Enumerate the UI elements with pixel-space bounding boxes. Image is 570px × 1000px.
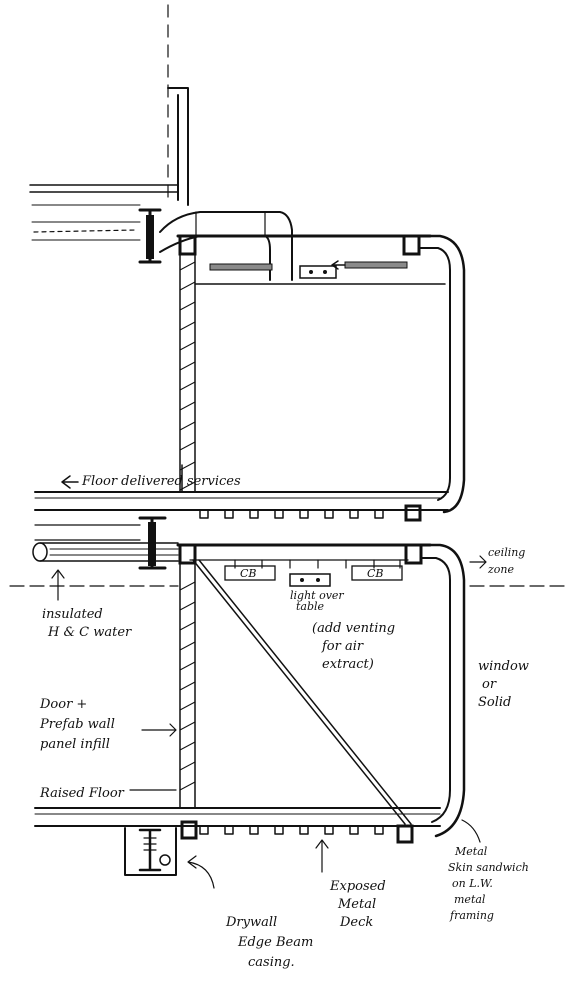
light-over-label-2: table (296, 600, 325, 613)
window-label-3: Solid (478, 695, 511, 710)
deck-label-3: Deck (339, 915, 373, 930)
metal-skin-label-4: metal (454, 893, 486, 906)
floor-services-callout: Floor delivered services (61, 464, 241, 493)
drywall-callout: Drywall Edge Beam casing. (187, 855, 313, 970)
drywall-label-2: Edge Beam (237, 935, 313, 950)
parapet (167, 87, 189, 206)
middle-floor-slab (34, 491, 449, 541)
door-label-2: Prefab wall (39, 717, 115, 732)
drywall-label-3: casing. (248, 955, 295, 970)
lower-module: CB CB (176, 543, 466, 838)
door-label-3: panel infill (40, 737, 110, 752)
lower-floor-slab: Raised Floor (34, 786, 441, 844)
ceiling-zone-label-2: zone (487, 563, 515, 576)
door-prefab-callout: Door + Prefab wall panel infill (39, 697, 177, 752)
exposed-deck-callout: Exposed Metal Deck (315, 839, 386, 930)
metal-skin-label-1: Metal (454, 845, 488, 858)
cb-left-label: CB (240, 567, 257, 580)
deck-label-2: Metal (337, 897, 376, 912)
drywall-label-1: Drywall (225, 915, 277, 930)
ceiling-zone-line: ceiling zone (9, 546, 566, 587)
window-label-2: or (482, 677, 497, 692)
venting-label-3: extract) (322, 657, 374, 672)
metal-skin-label-5: framing (449, 909, 494, 922)
raised-floor-label: Raised Floor (39, 786, 125, 801)
light-over-label-1: light over (290, 589, 344, 602)
window-label-1: window (478, 659, 529, 674)
venting-label-1: (add venting (312, 621, 395, 636)
metal-skin-label-3: on L.W. (452, 877, 493, 890)
water-pipe (32, 542, 179, 562)
existing-roof-slab (29, 184, 179, 241)
deck-label-1: Exposed (329, 879, 386, 894)
insulated-label-2: H & C water (47, 625, 132, 640)
door-label-1: Door + (39, 697, 87, 712)
floor-services-label: Floor delivered services (81, 474, 241, 489)
insulated-water-callout: insulated H & C water (42, 569, 132, 640)
window-callout: window or Solid (478, 659, 529, 710)
cb-right-label: CB (367, 567, 384, 580)
venting-label-2: for air (321, 639, 364, 654)
insulated-label-1: insulated (42, 607, 103, 622)
upper-module (176, 234, 466, 514)
edge-beam-casing (124, 827, 177, 876)
metal-skin-callout: Metal Skin sandwich on L.W. metal framin… (448, 819, 529, 922)
upper-i-beam (138, 208, 162, 264)
metal-skin-label-2: Skin sandwich (448, 861, 529, 874)
ceiling-zone-label-1: ceiling (488, 546, 525, 559)
